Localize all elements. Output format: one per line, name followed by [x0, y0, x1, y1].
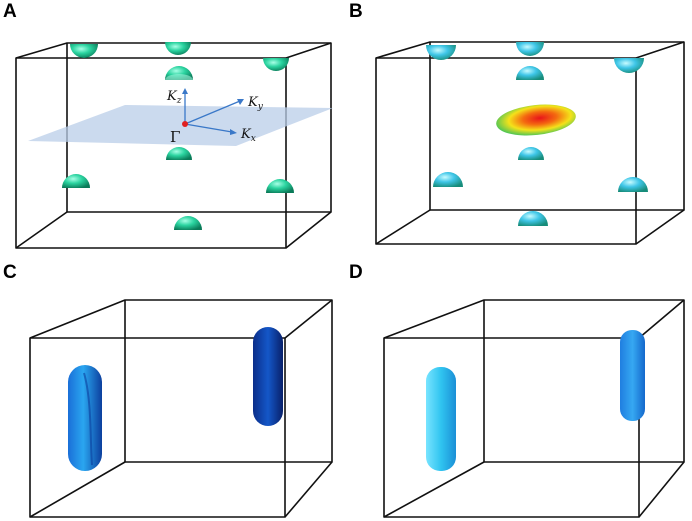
box-edge — [284, 461, 333, 518]
brillouin-box-c — [29, 299, 333, 518]
fermi-pocket — [516, 42, 544, 56]
fermi-tube — [620, 330, 645, 421]
fermi-pocket — [518, 211, 548, 226]
central-fermi-pocket — [496, 104, 576, 136]
box-edge — [285, 42, 332, 59]
kz-label: Kz — [166, 89, 182, 106]
fermi-pocket — [433, 172, 463, 187]
fermi-pocket — [516, 66, 544, 80]
box-edge — [284, 299, 333, 339]
fermi-pocket — [426, 45, 456, 60]
fermi-pocket — [518, 147, 544, 160]
fermi-pocket — [614, 58, 644, 73]
box-edge — [15, 211, 68, 249]
brillouin-box-d — [383, 299, 685, 518]
panel-label-c: C — [3, 262, 17, 283]
box-edge — [635, 209, 685, 245]
fermi-pocket — [70, 44, 98, 58]
panel-d: D — [346, 261, 692, 521]
fermi-pocket-cap — [165, 74, 193, 80]
box-edge — [383, 299, 485, 339]
box-edge — [638, 299, 685, 339]
fermi-pocket — [165, 42, 191, 55]
fermi-pocket — [62, 174, 90, 188]
panel-a: A — [0, 0, 346, 260]
box-edge — [15, 42, 68, 59]
fermi-pocket — [618, 177, 648, 192]
gamma-label: Γ — [170, 128, 180, 146]
brillouin-box-b — [375, 41, 685, 245]
kx-axis — [184, 123, 233, 133]
fermi-pocket — [266, 179, 294, 193]
fermi-tube — [68, 365, 102, 471]
kz-arrowhead — [182, 88, 188, 94]
panel-label-a: A — [3, 1, 17, 22]
box-edge — [375, 209, 431, 245]
box-edge — [29, 299, 126, 339]
gamma-point — [182, 121, 188, 127]
fermi-pocket — [174, 216, 202, 230]
kx-arrowhead — [230, 129, 237, 135]
fermi-tube — [253, 327, 283, 426]
box-edge — [285, 211, 332, 249]
fermi-pocket — [166, 147, 192, 160]
box-edge — [29, 461, 126, 518]
kx-label: Kx — [240, 127, 256, 144]
box-front-face — [383, 337, 640, 518]
kz-plane — [28, 105, 333, 146]
panel-c: C — [0, 261, 346, 521]
box-edge — [375, 41, 431, 59]
box-front-face — [375, 57, 637, 245]
panel-label-b: B — [349, 1, 363, 22]
fermi-tube — [426, 367, 456, 471]
box-edge — [383, 461, 485, 518]
box-edge — [638, 461, 685, 518]
panel-label-d: D — [349, 262, 363, 283]
fermi-tube-fold — [83, 372, 93, 466]
ky-label: Ky — [247, 95, 264, 112]
panel-b: B — [346, 0, 692, 260]
ky-arrowhead — [237, 99, 244, 105]
ky-axis — [184, 100, 241, 125]
brillouin-box-a: Kz Ky Kx Γ — [15, 42, 333, 249]
fermi-pocket — [263, 58, 289, 71]
box-edge — [635, 41, 685, 59]
